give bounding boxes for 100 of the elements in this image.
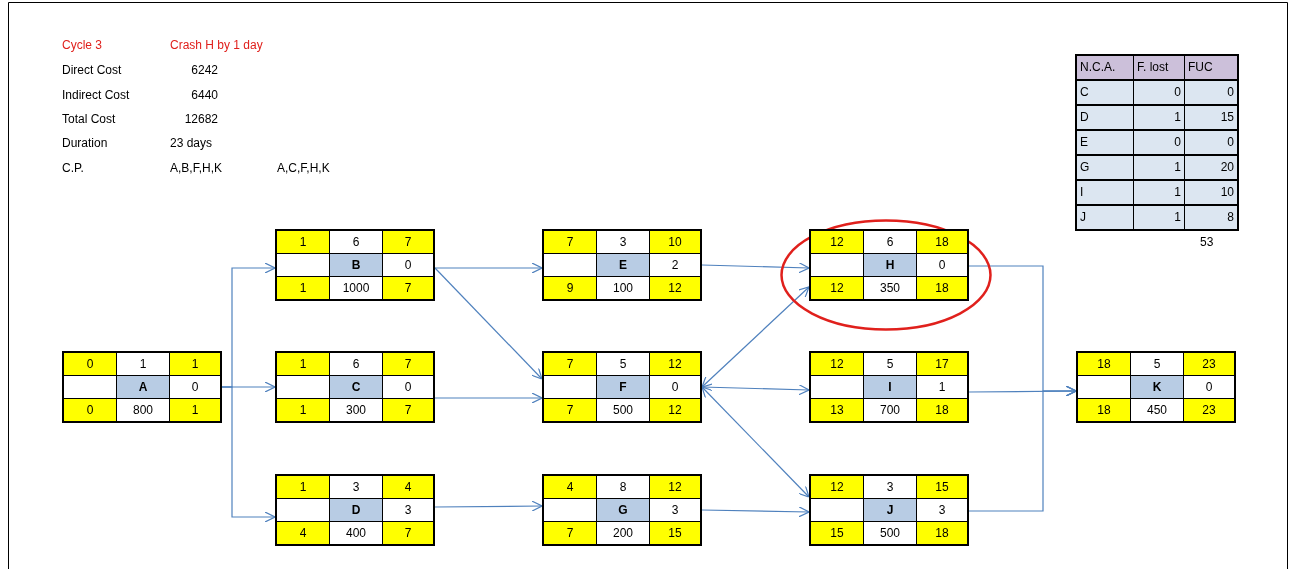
arrow bbox=[701, 262, 810, 274]
duration-value: 5 bbox=[864, 353, 916, 375]
arrow bbox=[434, 392, 543, 404]
duration-value: 5 bbox=[1131, 353, 1183, 375]
table-value: 1 bbox=[1134, 206, 1184, 229]
activity-name: A bbox=[117, 376, 169, 398]
activity-box bbox=[809, 474, 969, 546]
cost-value: 350 bbox=[864, 277, 916, 299]
cost-value: 6242 bbox=[191, 62, 218, 78]
activity-name: D bbox=[330, 499, 382, 521]
table-value: 1 bbox=[1134, 106, 1184, 129]
activity-name: D bbox=[1077, 106, 1133, 129]
cost-value: 500 bbox=[597, 399, 649, 421]
early-finish: 18 bbox=[917, 231, 967, 253]
arrow bbox=[434, 500, 543, 512]
late-start: 0 bbox=[64, 399, 116, 421]
early-start: 7 bbox=[544, 353, 596, 375]
table-value: 10 bbox=[1185, 181, 1237, 204]
activity-name: J bbox=[1077, 206, 1133, 229]
activity-name: C bbox=[330, 376, 382, 398]
table-value: 0 bbox=[1134, 81, 1184, 104]
activity-box bbox=[542, 351, 702, 423]
float-value: 0 bbox=[383, 376, 433, 398]
duration-value: 8 bbox=[597, 476, 649, 498]
duration-value: 3 bbox=[864, 476, 916, 498]
late-start: 18 bbox=[1078, 399, 1130, 421]
float-value: 3 bbox=[650, 499, 700, 521]
late-start: 7 bbox=[544, 399, 596, 421]
activity-name: H bbox=[864, 254, 916, 276]
duration-value: 23 days bbox=[170, 135, 213, 151]
duration-value: 6 bbox=[330, 231, 382, 253]
arrow bbox=[701, 384, 810, 396]
activity-box bbox=[542, 229, 702, 301]
float-value: 0 bbox=[383, 254, 433, 276]
early-start: 7 bbox=[544, 231, 596, 253]
early-start: 0 bbox=[64, 353, 116, 375]
cost-value: 200 bbox=[597, 522, 649, 544]
cost-value: 500 bbox=[864, 522, 916, 544]
float-value: 0 bbox=[650, 376, 700, 398]
activity-box bbox=[62, 351, 222, 423]
cost-label: Total Cost bbox=[62, 111, 116, 127]
highlight-ellipse bbox=[780, 219, 992, 331]
late-start: 7 bbox=[544, 522, 596, 544]
arrow bbox=[701, 386, 810, 498]
late-finish: 23 bbox=[1184, 399, 1234, 421]
arrow bbox=[968, 385, 1077, 512]
early-start: 12 bbox=[811, 353, 863, 375]
float-value: 0 bbox=[917, 254, 967, 276]
early-finish: 17 bbox=[917, 353, 967, 375]
early-finish: 1 bbox=[170, 353, 220, 375]
activity-box bbox=[275, 229, 435, 301]
arrow bbox=[701, 286, 810, 388]
activity-box bbox=[275, 351, 435, 423]
duration-value: 5 bbox=[597, 353, 649, 375]
action-note: Crash H by 1 day bbox=[170, 37, 263, 53]
arrow bbox=[434, 262, 543, 274]
float-value: 3 bbox=[917, 499, 967, 521]
table-value: 0 bbox=[1134, 131, 1184, 154]
late-finish: 15 bbox=[650, 522, 700, 544]
cost-label: Indirect Cost bbox=[62, 87, 130, 103]
cost-value: 800 bbox=[117, 399, 169, 421]
early-finish: 15 bbox=[917, 476, 967, 498]
table-value: 15 bbox=[1185, 106, 1237, 129]
late-start: 12 bbox=[811, 277, 863, 299]
duration-value: 1 bbox=[117, 353, 169, 375]
activity-name: I bbox=[1077, 181, 1133, 204]
cost-value: 12682 bbox=[184, 111, 218, 127]
late-finish: 1 bbox=[170, 399, 220, 421]
activity-box bbox=[809, 229, 969, 301]
duration-value: 6 bbox=[330, 353, 382, 375]
late-finish: 7 bbox=[383, 399, 433, 421]
table-value: 1 bbox=[1134, 181, 1184, 204]
float-value: 2 bbox=[650, 254, 700, 276]
float-value: 0 bbox=[170, 376, 220, 398]
late-start: 9 bbox=[544, 277, 596, 299]
early-finish: 23 bbox=[1184, 353, 1234, 375]
float-value: 1 bbox=[917, 376, 967, 398]
early-start: 12 bbox=[811, 476, 863, 498]
late-finish: 18 bbox=[917, 399, 967, 421]
total-value: 53 bbox=[1200, 234, 1214, 250]
cost-label: Direct Cost bbox=[62, 62, 122, 78]
late-start: 1 bbox=[277, 399, 329, 421]
late-finish: 18 bbox=[917, 277, 967, 299]
cost-value: 6440 bbox=[191, 87, 218, 103]
cost-value: 700 bbox=[864, 399, 916, 421]
column-header: F. lost bbox=[1134, 56, 1184, 79]
late-finish: 7 bbox=[383, 522, 433, 544]
duration-value: 3 bbox=[330, 476, 382, 498]
late-start: 13 bbox=[811, 399, 863, 421]
activity-box bbox=[1076, 351, 1236, 423]
activity-box bbox=[809, 351, 969, 423]
activity-name: B bbox=[330, 254, 382, 276]
critical-path-value: A,C,F,H,K bbox=[277, 160, 330, 176]
column-header: FUC bbox=[1185, 56, 1237, 79]
cost-value: 1000 bbox=[330, 277, 382, 299]
early-start: 1 bbox=[277, 353, 329, 375]
late-start: 4 bbox=[277, 522, 329, 544]
early-start: 12 bbox=[811, 231, 863, 253]
early-finish: 12 bbox=[650, 353, 700, 375]
early-finish: 10 bbox=[650, 231, 700, 253]
